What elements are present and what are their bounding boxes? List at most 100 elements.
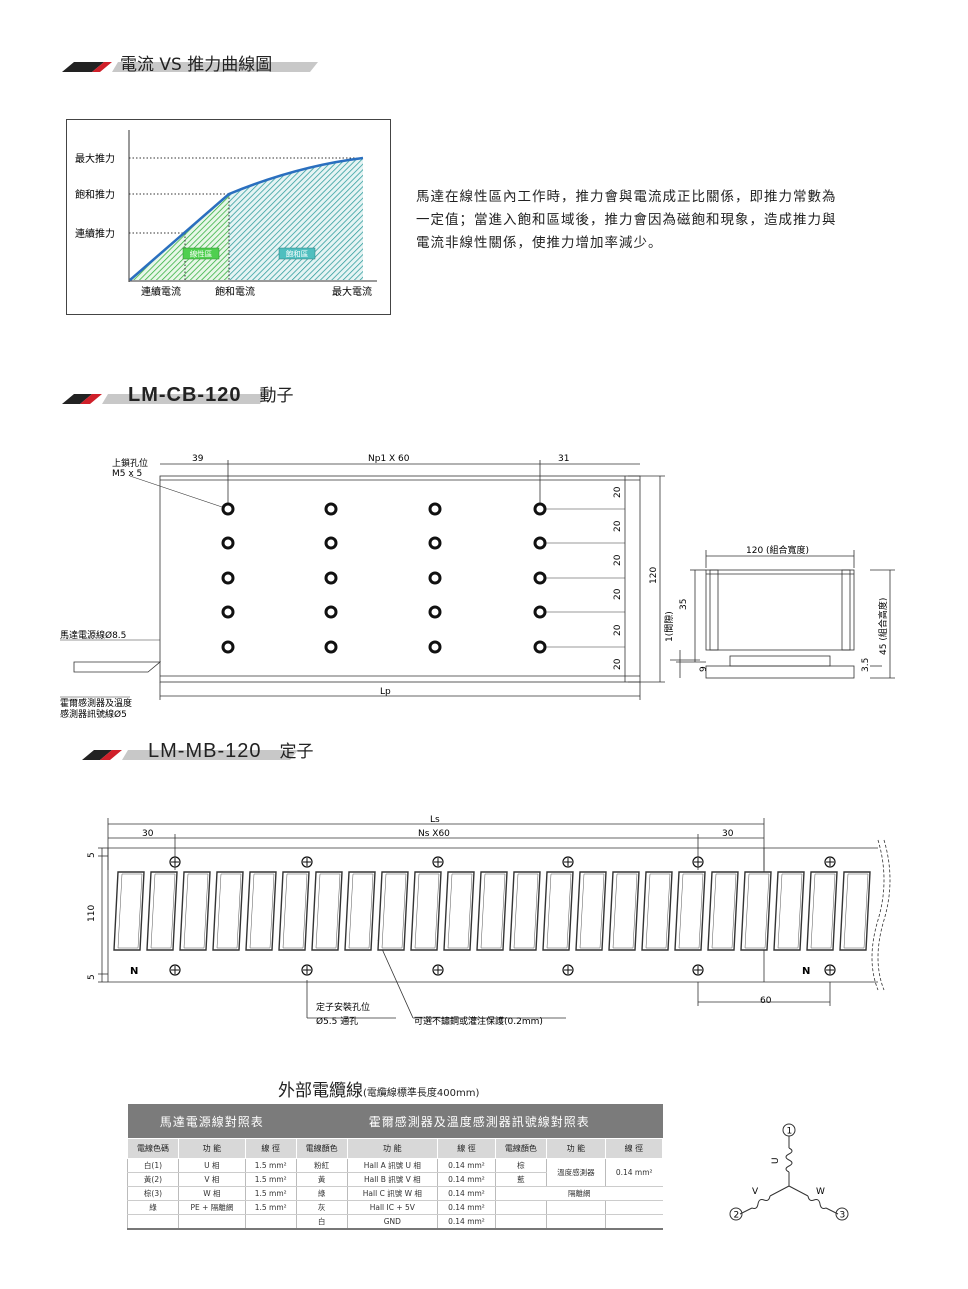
table-cell (545, 1200, 606, 1215)
row-dim: 20 (613, 588, 623, 600)
stator-drawing: Ls 30 Ns X60 30 5 110 5 60 N N 定子安裝孔位 Ø5… (87, 815, 891, 1027)
force-current-chart: 線性區 飽和區 最大推力 飽和推力 連續推力 連續電流 飽和電流 最大電流 (66, 119, 391, 315)
section-banner-curve (62, 62, 318, 72)
phase-u: U (771, 1157, 781, 1164)
table-cell: 黃(2) (127, 1172, 179, 1187)
table-cell: 隔離網 (494, 1186, 663, 1201)
table-cell (494, 1214, 547, 1230)
table-cell: 白 (295, 1214, 348, 1230)
power-cable-label: 馬達電源線Ø8.5 (60, 629, 126, 641)
table-cell: 0.14 mm² (437, 1172, 496, 1187)
col-header: 功 能 (177, 1138, 246, 1159)
description-paragraph: 馬達在線性區內工作時，推力會與電流成正比關係，即推力常數為 一定值；當進入飽和區… (416, 186, 894, 255)
cable-title: 外部電纜線(電纜線標準長度400mm) (278, 1076, 479, 1101)
dim-pitch: Np1 X 60 (368, 454, 410, 464)
table-row: 白(1) U 相 1.5 mm² 粉紅 Hall A 訊號 U 相 0.14 m… (127, 1158, 663, 1187)
section-title-curve: 電流 VS 推力曲線圖 (120, 55, 273, 75)
table-cell: U 相 (177, 1158, 246, 1173)
table-cell: W 相 (177, 1186, 246, 1201)
table-cell (604, 1214, 663, 1230)
section-title-stator: LM-MB-120 定子 (148, 737, 313, 763)
option-label: 可選不鏽鋼或灌注保護(0.2mm) (414, 1015, 543, 1027)
phase-w: W (816, 1187, 825, 1197)
dim-110: 110 (87, 905, 97, 922)
dim-60: 60 (760, 996, 772, 1006)
cable-note: (電纜線標準長度400mm) (363, 1088, 480, 1099)
saturation-region-label: 飽和區 (286, 249, 309, 259)
col-header: 電線色碼 (127, 1138, 179, 1159)
col-header: 線 徑 (244, 1138, 297, 1159)
table-cell: 0.14 mm² (437, 1214, 496, 1230)
screw-label-2: M5 x 5 (112, 469, 142, 479)
table-cell: 棕 (494, 1158, 547, 1173)
side-9: 9 (699, 666, 709, 672)
table-row: 棕(3) W 相 1.5 mm² 綠 Hall C 訊號 W 相 0.14 mm… (127, 1186, 663, 1201)
hall-cable-label-2: 感測器訊號線Ø5 (60, 708, 127, 720)
table-cell: Hall C 訊號 W 相 (346, 1186, 438, 1201)
cable-title-text: 外部電纜線 (278, 1081, 363, 1101)
table-cell: 0.14 mm² (437, 1186, 496, 1201)
screw-label-1: 上鎖孔位 (112, 457, 148, 469)
table-cell: 白(1) (127, 1158, 179, 1173)
side-height: 45 (組合高度) (877, 598, 889, 655)
table-cell (545, 1214, 606, 1230)
side-width: 120 (組合寬度) (746, 544, 809, 556)
stator-model: LM-MB-120 (148, 740, 262, 762)
table-cell: 1.5 mm² (244, 1186, 297, 1201)
group2-header: 霍爾感測器及溫度感測器訊號線對照表 (296, 1104, 663, 1139)
linear-region-label: 線性區 (190, 249, 213, 259)
table-cell: V 相 (177, 1172, 246, 1187)
description-line: 電流非線性關係，使推力增加率減少。 (416, 235, 663, 251)
row-dim: 20 (613, 624, 623, 636)
hole-label-1: 定子安裝孔位 (316, 1001, 370, 1013)
col-header: 電線顏色 (295, 1138, 348, 1159)
table-cell: 粉紅 (295, 1158, 348, 1173)
side-35: 35 (679, 599, 689, 610)
dim-ls: Ls (430, 815, 440, 825)
table-cell: 溫度感測器 (545, 1158, 606, 1187)
terminal-2: 2 (734, 1211, 740, 1221)
row-dim: 20 (613, 658, 623, 670)
dim-left: 39 (192, 454, 204, 464)
dim-right: 30 (722, 829, 734, 839)
dim-right: 31 (558, 454, 569, 464)
section-banner-mover (62, 394, 268, 404)
stator-label: 定子 (279, 742, 314, 762)
hole-label-2: Ø5.5 通孔 (316, 1016, 358, 1027)
row-dim: 20 (613, 554, 623, 566)
terminal-1: 1 (787, 1127, 793, 1137)
dim-5-bottom: 5 (87, 974, 97, 980)
dim-5-top: 5 (87, 852, 97, 858)
winding-diagram: 1 2 3 U V W (729, 1123, 849, 1221)
north-mark: N (130, 966, 138, 977)
force-curve (129, 156, 364, 281)
side-3-5: 3.5 (861, 658, 871, 672)
table-row: 黃(2) V 相 1.5 mm² 黃 Hall B 訊號 V 相 0.14 mm… (127, 1172, 663, 1187)
col-header: 線 徑 (604, 1138, 664, 1159)
row-dim: 20 (613, 486, 623, 498)
north-mark: N (802, 966, 810, 977)
dim-left: 30 (142, 829, 154, 839)
table-cell: 1.5 mm² (244, 1200, 297, 1215)
x-label-max: 最大電流 (332, 285, 372, 298)
description-line: 一定值；當進入飽和區域後，推力會因為磁飽和現象，造成推力與 (416, 212, 837, 228)
table-cell: 棕(3) (127, 1186, 179, 1201)
table-cell: 1.5 mm² (244, 1172, 297, 1187)
phase-v: V (752, 1187, 759, 1197)
table-cell: GND (346, 1214, 438, 1230)
table-cell: Hall A 訊號 U 相 (346, 1158, 438, 1173)
table-cell: 0.14 mm² (604, 1158, 663, 1187)
hall-cable-label-1: 霍爾感測器及溫度 (60, 697, 132, 709)
section-banner-stator (82, 750, 298, 760)
mover-drawing: 39 Np1 X 60 31 上鎖孔位 M5 x 5 馬達電源線Ø8.5 霍爾感… (60, 454, 895, 720)
col-header: 功 能 (545, 1138, 606, 1159)
row-dim: 20 (613, 520, 623, 532)
table-cell: 藍 (494, 1172, 547, 1187)
x-label-sat: 飽和電流 (215, 285, 255, 298)
col-header: 電線顏色 (494, 1138, 547, 1159)
saturation-region (229, 158, 363, 280)
table-cell: 0.14 mm² (437, 1200, 496, 1215)
table-cell: 0.14 mm² (437, 1158, 496, 1173)
group1-header: 馬達電源線對照表 (127, 1104, 297, 1139)
